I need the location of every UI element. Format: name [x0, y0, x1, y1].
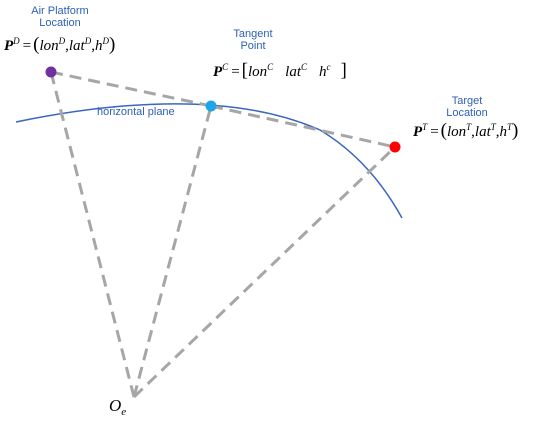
pt-sup: T — [422, 122, 428, 132]
pt-term3: h — [500, 124, 508, 140]
pc-term3-sup: c — [327, 62, 331, 72]
pd-open: ( — [33, 34, 39, 55]
target-point — [389, 141, 401, 153]
pd-sep1: , — [65, 38, 69, 54]
pt-sep2: , — [496, 124, 500, 140]
earth-center-label: Oe — [109, 396, 126, 418]
pd-close: ) — [109, 34, 115, 55]
pt-term3-sup: T — [507, 122, 513, 132]
horizontal-plane-arc — [15, 103, 403, 219]
line-center-to-platform — [49, 71, 136, 398]
pd-term2-sup: D — [84, 36, 92, 46]
air-platform-label-line1: Air Platform — [31, 5, 88, 17]
pt-term1-sup: T — [466, 122, 472, 132]
pc-term2: lat — [285, 64, 302, 80]
pc-term3: h — [319, 64, 327, 80]
pt-sep1: , — [471, 124, 475, 140]
horizontal-plane-label: horizontal plane — [97, 106, 175, 118]
target-label-line1: Target — [452, 95, 483, 107]
pd-term1-sup: D — [58, 36, 66, 46]
pd-term3-sup: D — [101, 36, 109, 46]
line-platform-to-tangent — [50, 70, 212, 108]
line-center-to-tangent — [132, 105, 213, 398]
pc-term1-sup: C — [267, 62, 274, 72]
pt-eq: = — [430, 124, 438, 140]
pd-term3: h — [95, 38, 103, 54]
pd-symbol: P — [4, 38, 14, 54]
pt-term2: lat — [475, 124, 492, 140]
pc-eq: = — [231, 64, 239, 80]
pc-term2-sup: C — [301, 62, 308, 72]
line-tangent-to-target — [210, 104, 396, 149]
pd-sep2: , — [91, 38, 95, 54]
tangent-label-line2: Point — [240, 40, 265, 52]
pt-term1: lon — [447, 124, 466, 140]
pd-eq: = — [23, 38, 31, 54]
earth-center-subscript: e — [121, 406, 126, 418]
pt-close: ) — [512, 120, 518, 141]
target-label-line2: Location — [446, 107, 488, 119]
formula-platform: PD=(lonD,latD,hD) — [4, 34, 115, 55]
pc-close: ] — [341, 60, 347, 81]
pd-term1: lon — [39, 38, 58, 54]
pt-symbol: P — [413, 124, 423, 140]
pd-sup: D — [12, 36, 20, 46]
air-platform-point — [45, 66, 57, 78]
formula-target: PT=(lonT,latT,hT) — [413, 120, 518, 141]
pc-term1: lon — [248, 64, 267, 80]
pd-term2: lat — [69, 38, 86, 54]
line-center-to-target — [132, 145, 397, 399]
dashed-lines — [49, 70, 397, 399]
air-platform-label-line2: Location — [39, 17, 81, 29]
pt-open: ( — [441, 120, 447, 141]
pt-term2-sup: T — [491, 122, 497, 132]
pc-open: [ — [242, 60, 248, 81]
tangent-label-line1: Tangent — [233, 28, 272, 40]
tangent-point — [205, 100, 217, 112]
pc-sup: C — [222, 62, 229, 72]
pc-symbol: P — [213, 64, 223, 80]
earth-center-o: O — [109, 396, 121, 415]
